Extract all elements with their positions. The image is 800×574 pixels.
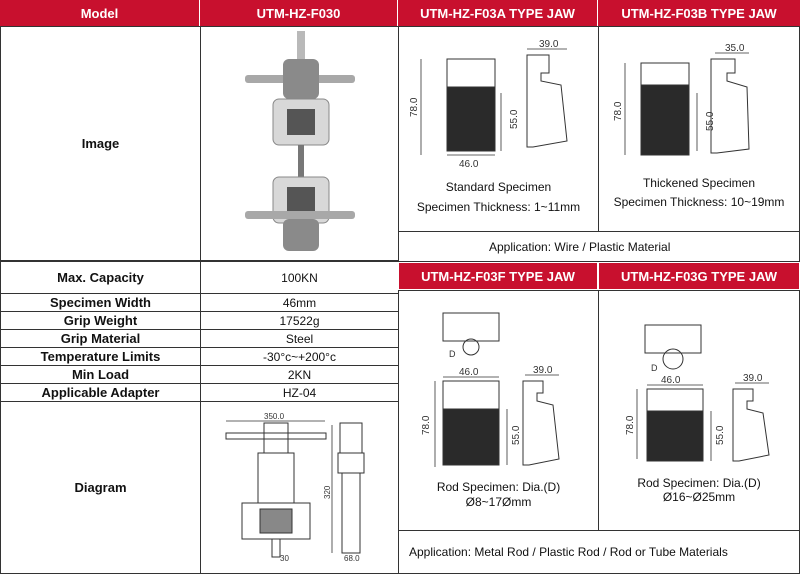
diagram-dim-height: 320 xyxy=(323,485,332,499)
jaw-b-cell: 78.0 55.0 35.0 Thickened Specimen Specim… xyxy=(598,26,800,232)
diagram-dim-small-a: 30 xyxy=(280,554,289,563)
jaw-a-caption-1: Standard Specimen xyxy=(445,180,552,194)
jaw-b-dim-height: 78.0 xyxy=(613,101,624,121)
jaw-f-dim-d: D xyxy=(449,349,456,359)
header-jaw-g: UTM-HZ-F03G TYPE JAW xyxy=(598,262,800,290)
image-label: Image xyxy=(0,26,201,261)
spec-value-specimen-width: 46mm xyxy=(200,293,399,312)
jaw-b-caption-2: Specimen Thickness: 10~19mm xyxy=(613,195,785,209)
spec-label-adapter: Applicable Adapter xyxy=(0,383,201,402)
spec-value-grip-weight: 17522g xyxy=(200,311,399,330)
spec-label-temperature: Temperature Limits xyxy=(0,347,201,366)
jaw-f-dim-side: 39.0 xyxy=(533,365,553,376)
jaw-b-drawing: 78.0 55.0 35.0 xyxy=(613,43,750,156)
header-jaw-b: UTM-HZ-F03B TYPE JAW xyxy=(598,0,800,26)
diagram-dim-small-b: 68.0 xyxy=(344,554,360,563)
spec-label-min-load: Min Load xyxy=(0,365,201,384)
jaw-g-dim-d: D xyxy=(651,363,658,373)
spec-value-grip-material: Steel xyxy=(200,329,399,348)
header-model: Model xyxy=(0,0,200,26)
spec-value-min-load: 2KN xyxy=(200,365,399,384)
jaw-f-cell: D 46.0 78.0 55.0 39.0 Rod Specimen: Dia.… xyxy=(398,290,599,531)
diagram-dim-width: 350.0 xyxy=(264,413,285,421)
spec-label-grip-material: Grip Material xyxy=(0,329,201,348)
jaw-g-dim-width: 46.0 xyxy=(661,375,681,386)
jaw-f-dim-width: 46.0 xyxy=(459,367,479,378)
spec-label-grip-weight: Grip Weight xyxy=(0,311,201,330)
jaw-a-drawing: 78.0 46.0 55.0 39.0 xyxy=(409,39,568,170)
spec-value-max-capacity: 100KN xyxy=(200,261,399,294)
jaw-g-caption-2: Ø16~Ø25mm xyxy=(662,490,736,504)
jaw-b-caption-1: Thickened Specimen xyxy=(642,176,756,190)
grip-diagram: 350.0 30 320 68.0 xyxy=(225,413,364,563)
header-jaw-f: UTM-HZ-F03F TYPE JAW xyxy=(398,262,598,290)
jaw-f-dim-height: 78.0 xyxy=(421,415,432,435)
jaw-a-dim-inner: 55.0 xyxy=(509,109,520,129)
diagram-cell: 350.0 30 320 68.0 xyxy=(200,401,399,574)
application-fg: Application: Metal Rod / Plastic Rod / R… xyxy=(398,530,800,574)
jaw-f-caption-1: Rod Specimen: Dia.(D) xyxy=(436,480,561,494)
jaw-g-dim-inner: 55.0 xyxy=(715,425,726,445)
jaw-a-dim-side: 39.0 xyxy=(539,39,559,50)
application-ab: Application: Wire / Plastic Material xyxy=(398,231,800,262)
header-jaw-a: UTM-HZ-F03A TYPE JAW xyxy=(398,0,598,26)
header-model-value: UTM-HZ-F030 xyxy=(200,0,398,26)
diagram-label: Diagram xyxy=(0,401,201,574)
spec-label-max-capacity: Max. Capacity xyxy=(0,261,201,294)
grip-photo-cell xyxy=(200,26,399,261)
jaw-a-cell: 78.0 46.0 55.0 39.0 Standard Specimen Sp… xyxy=(398,26,599,232)
jaw-g-drawing: D 46.0 78.0 55.0 39.0 xyxy=(625,324,770,462)
spec-value-adapter: HZ-04 xyxy=(200,383,399,402)
jaw-a-dim-width: 46.0 xyxy=(459,159,479,170)
spec-label-specimen-width: Specimen Width xyxy=(0,293,201,312)
spec-value-temperature: -30°c~+200°c xyxy=(200,347,399,366)
jaw-a-caption-2: Specimen Thickness: 1~11mm xyxy=(416,200,581,214)
jaw-b-dim-side: 35.0 xyxy=(725,43,745,54)
jaw-g-dim-height: 78.0 xyxy=(625,415,636,435)
jaw-f-dim-inner: 55.0 xyxy=(511,425,522,445)
jaw-g-dim-side: 39.0 xyxy=(743,373,763,384)
jaw-a-dim-height: 78.0 xyxy=(409,97,420,117)
grip-photo xyxy=(244,31,355,251)
jaw-f-drawing: D 46.0 78.0 55.0 39.0 xyxy=(421,312,560,467)
jaw-g-caption-1: Rod Specimen: Dia.(D) xyxy=(637,476,761,490)
jaw-g-cell: D 46.0 78.0 55.0 39.0 Rod Specimen: Dia.… xyxy=(598,290,800,531)
jaw-f-caption-2: Ø8~17Ømm xyxy=(465,495,532,509)
